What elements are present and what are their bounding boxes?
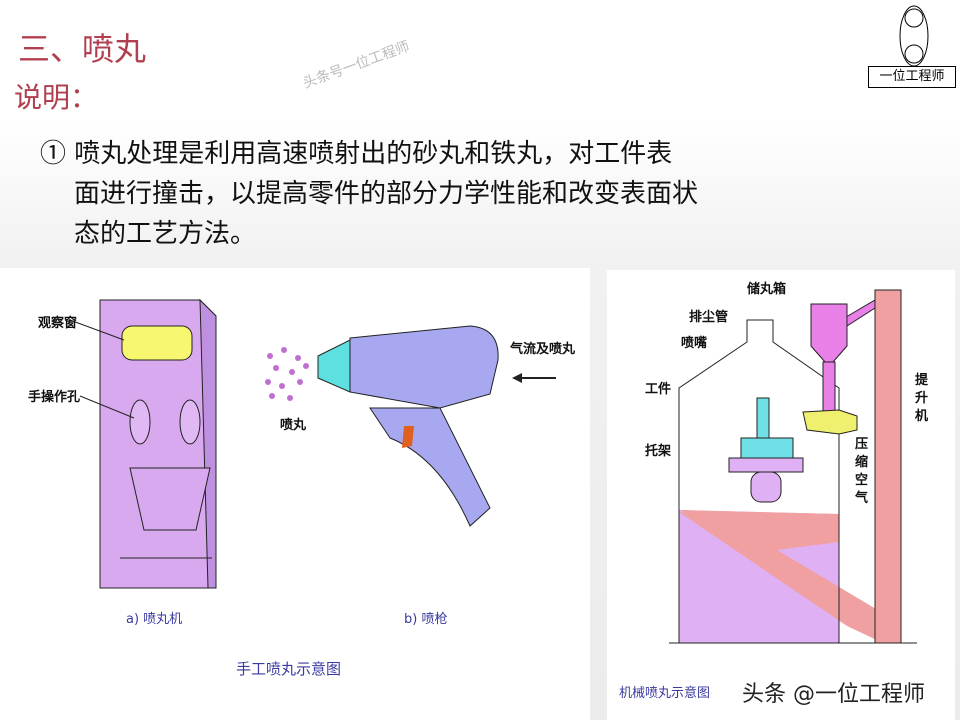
description-paragraph: ① 喷丸处理是利用高速喷射出的砂丸和铁丸，对工件表 面进行撞击，以提高零件的部分…	[40, 134, 840, 254]
label-elevator: 提升机	[915, 373, 929, 424]
manual-shot-peening-figure: 观察窗 手操作孔 喷丸 气流及喷丸 a) 喷丸机 b) 喷枪 手工喷丸示意图	[0, 268, 590, 720]
logo-label: 一位工程师	[868, 66, 956, 88]
footer-watermark: 头条 @一位工程师	[742, 682, 925, 707]
manual-peening-drawing	[69, 298, 556, 589]
mechanical-shot-peening-figure: 储丸箱 排尘管 喷嘴 工件 托架 提升机 压缩空气 机械喷丸示意图	[607, 270, 955, 720]
paragraph-line: 面进行撞击，以提高零件的部分力学性能和改变表面状	[74, 179, 699, 209]
label-airflow: 气流及喷丸	[510, 342, 576, 357]
logo-emblem-icon	[899, 5, 929, 67]
caption-b: b) 喷枪	[404, 612, 448, 627]
label-workpiece: 工件	[645, 382, 672, 397]
label-dust-pipe: 排尘管	[689, 310, 729, 325]
watermark: 头条号一位工程师	[301, 38, 412, 92]
paragraph-line: 态的工艺方法。	[74, 219, 257, 249]
label-shot: 喷丸	[280, 418, 307, 433]
label-hand-hole: 手操作孔	[28, 390, 81, 405]
label-observation-window: 观察窗	[38, 316, 78, 331]
paragraph-line: ① 喷丸处理是利用高速喷射出的砂丸和铁丸，对工件表	[40, 139, 673, 169]
mechanical-peening-drawing	[669, 289, 917, 644]
subheading: 说明：	[14, 81, 99, 114]
label-nozzle: 喷嘴	[681, 336, 708, 351]
caption-main: 手工喷丸示意图	[236, 660, 342, 678]
label-bracket: 托架	[645, 444, 672, 459]
caption-mechanical: 机械喷丸示意图	[619, 686, 711, 701]
label-compressed-air: 压缩空气	[855, 437, 869, 506]
caption-a: a) 喷丸机	[126, 612, 183, 627]
label-shot-hopper: 储丸箱	[747, 282, 787, 297]
page-title: 三、喷丸	[18, 30, 147, 68]
logo: 一位工程师	[868, 4, 956, 88]
